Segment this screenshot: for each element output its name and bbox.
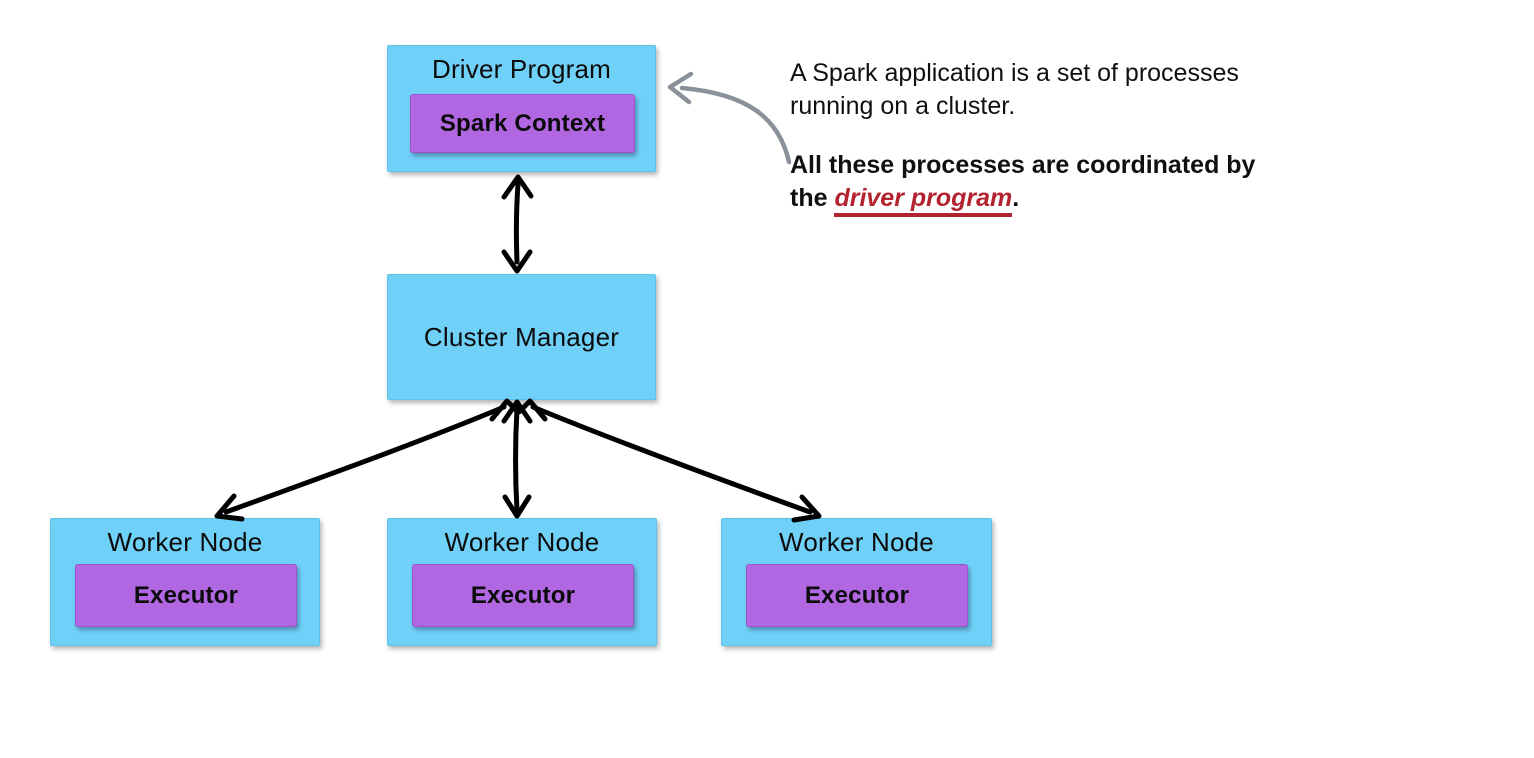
- annotation-para2-prefix: All these processes are coordinated by t…: [790, 151, 1256, 212]
- worker-node-2: Worker Node Executor: [387, 518, 657, 646]
- executor-box-3: Executor: [746, 564, 968, 627]
- cluster-worker1-arrow: [214, 398, 521, 522]
- executor-label-2: Executor: [470, 581, 576, 609]
- driver-program-highlight: driver program: [834, 184, 1013, 217]
- cluster-worker2-arrow: [501, 399, 533, 519]
- executor-label-3: Executor: [804, 581, 910, 609]
- cluster-worker3-arrow: [516, 398, 822, 523]
- driver-program-node: Driver Program Spark Context: [387, 45, 656, 172]
- annotation-text-block: A Spark application is a set of processe…: [790, 57, 1335, 217]
- worker-node-3: Worker Node Executor: [721, 518, 992, 646]
- driver-program-title: Driver Program: [431, 54, 612, 84]
- worker-node-3-title: Worker Node: [779, 527, 934, 557]
- worker-node-1: Worker Node Executor: [50, 518, 320, 646]
- spark-context-box: Spark Context: [410, 94, 635, 153]
- spark-context-label: Spark Context: [439, 109, 606, 137]
- driver-cluster-arrow: [501, 174, 534, 274]
- worker-node-2-title: Worker Node: [444, 527, 600, 557]
- executor-box-2: Executor: [412, 564, 634, 627]
- executor-box-1: Executor: [75, 564, 297, 627]
- executor-label-1: Executor: [133, 581, 239, 609]
- annotation-paragraph-2: All these processes are coordinated by t…: [790, 149, 1335, 217]
- annotation-paragraph-1: A Spark application is a set of processe…: [790, 59, 1239, 120]
- worker-node-1-title: Worker Node: [107, 527, 263, 557]
- cluster-manager-node: Cluster Manager: [387, 274, 656, 400]
- annotation-pointer-arrow: [667, 71, 792, 165]
- cluster-manager-title: Cluster Manager: [423, 321, 620, 352]
- annotation-para2-suffix: .: [1012, 184, 1020, 212]
